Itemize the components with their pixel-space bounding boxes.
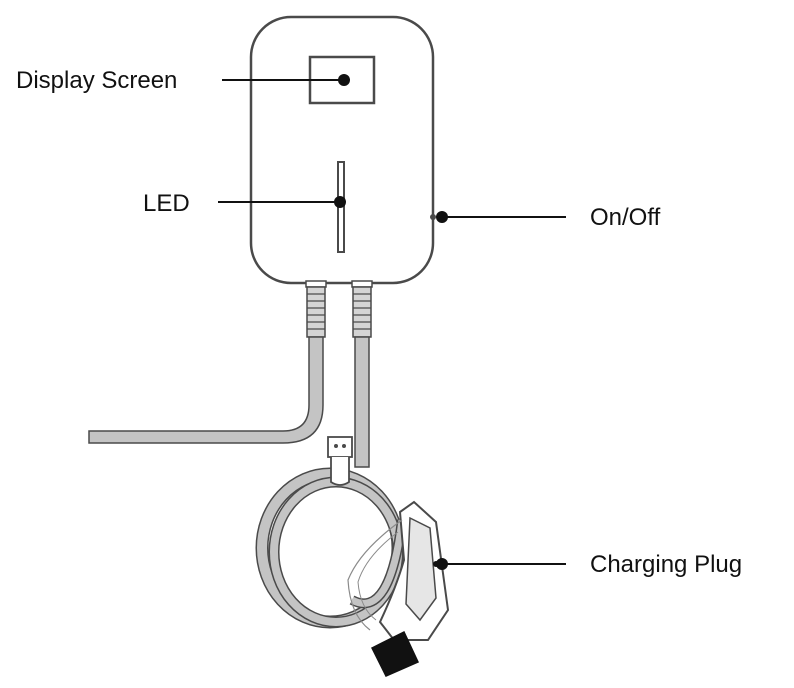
leader-charging-plug — [436, 558, 566, 570]
label-charging-plug: Charging Plug — [590, 551, 742, 578]
leader-on-off — [436, 211, 566, 223]
on-off-button — [430, 214, 436, 220]
charger-body — [249, 15, 435, 285]
cable-gland-left — [305, 280, 327, 338]
power-cable — [88, 336, 324, 444]
charging-cable-drop — [354, 336, 370, 468]
leader-display-screen — [222, 74, 350, 86]
label-led: LED — [143, 190, 190, 217]
charger-unit — [249, 15, 436, 285]
plug-tip — [370, 630, 420, 677]
cable-hook — [327, 436, 353, 486]
label-on-off: On/Off — [590, 204, 661, 231]
coiled-cable — [255, 467, 407, 629]
label-display-screen: Display Screen — [16, 67, 177, 94]
cable-gland-right — [351, 280, 373, 338]
leader-led — [218, 196, 346, 208]
charging-plug — [347, 500, 450, 677]
